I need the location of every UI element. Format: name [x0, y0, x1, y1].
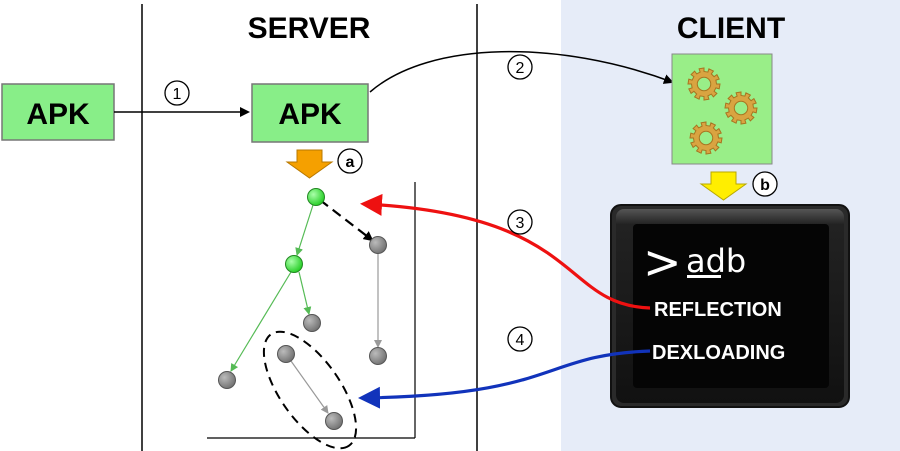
step-b-marker: b [752, 171, 778, 197]
apk-input-label: APK [26, 98, 90, 131]
arrow-step-2 [369, 50, 674, 93]
edge-gray [290, 360, 329, 414]
edge-green [298, 271, 312, 315]
graph-node [277, 345, 295, 363]
step-b-label: b [760, 177, 770, 194]
terminal-reflection: REFLECTION [654, 299, 782, 321]
step-1-label: 1 [173, 86, 182, 103]
terminal-window: > adb [610, 204, 850, 408]
step-2-label: 2 [516, 60, 525, 77]
gears-box [671, 53, 773, 165]
edge-green [230, 271, 292, 372]
apk-server-box: APK [251, 83, 369, 143]
server-panel [141, 4, 478, 451]
step-2-marker: 2 [507, 54, 533, 80]
graph-node [325, 412, 343, 430]
graph-node-active [285, 255, 303, 273]
step-4-marker: 4 [507, 326, 533, 352]
highlight-ellipse [262, 330, 358, 450]
terminal-cursor [687, 275, 721, 278]
server-title: SERVER [248, 12, 371, 45]
client-title: CLIENT [677, 12, 785, 45]
gear-icon [687, 67, 721, 101]
graph-node [218, 371, 236, 389]
step-3-marker: 3 [507, 209, 533, 235]
graph-node [369, 347, 387, 365]
step-a-label: a [346, 154, 355, 171]
terminal-dexloading: DEXLOADING [652, 342, 785, 364]
step-4-label: 4 [516, 332, 525, 349]
apk-server-label: APK [278, 98, 342, 131]
gear-icon [724, 91, 758, 125]
arrow-step-a [285, 149, 334, 179]
arrow-step-3-reflection [360, 193, 651, 310]
apk-input-box: APK [1, 83, 115, 141]
step-3-label: 3 [516, 215, 525, 232]
gear-icon [689, 121, 723, 155]
graph-frame [207, 182, 416, 439]
edge-green [295, 204, 314, 256]
graph-node [303, 314, 321, 332]
edge-active-black [319, 199, 374, 242]
terminal-command: adb [686, 242, 746, 280]
graph-node-active [307, 188, 325, 206]
terminal-prompt: > [643, 235, 682, 289]
arrow-step-4-dexloading [358, 349, 651, 409]
arrow-step-b [699, 171, 748, 201]
graph-node [369, 236, 387, 254]
step-a-marker: a [337, 148, 363, 174]
step-1-marker: 1 [164, 80, 190, 106]
